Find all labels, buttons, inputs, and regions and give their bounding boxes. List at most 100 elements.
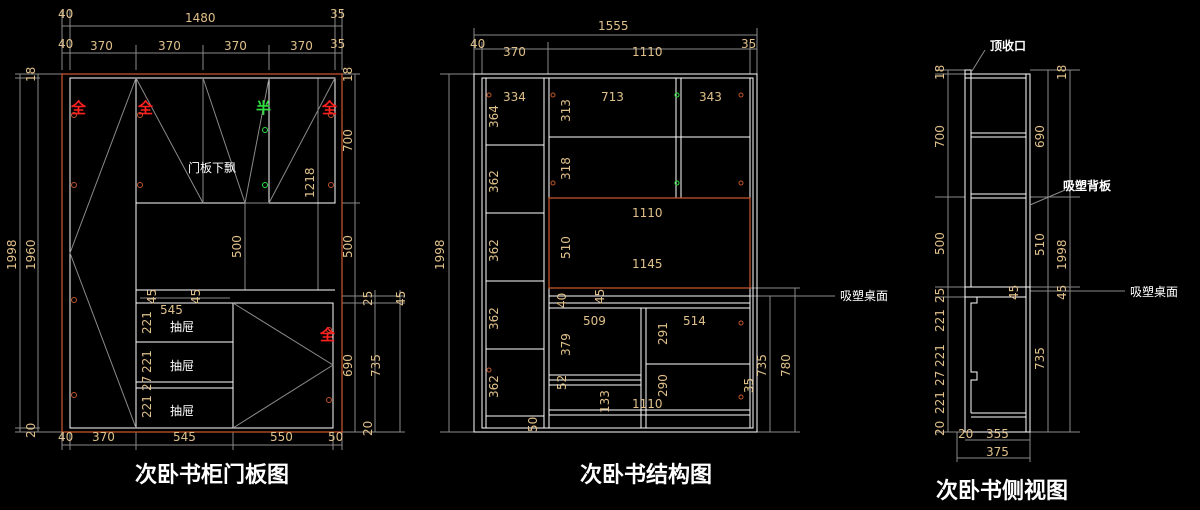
dim: 40	[58, 37, 73, 51]
dim: 370	[290, 39, 313, 53]
dim: 334	[503, 90, 526, 104]
dim: 35	[741, 37, 756, 51]
top-cap-label: 顶收口	[990, 38, 1026, 53]
dim: 313	[559, 99, 573, 122]
dim: 509	[583, 314, 606, 328]
dim: 500	[341, 235, 355, 258]
dim: 370	[90, 39, 113, 53]
drawing-title: 次卧书柜门板图	[135, 462, 289, 488]
dim: 18	[24, 67, 38, 82]
dim: 221	[933, 309, 947, 332]
dim: 370	[158, 39, 181, 53]
dim: 780	[779, 354, 793, 377]
full-overlay-mark: 全	[319, 326, 336, 344]
dim: 45	[145, 289, 159, 304]
drawing-title: 次卧书侧视图	[936, 478, 1068, 504]
dim: 700	[933, 125, 947, 148]
dim: 40	[470, 37, 485, 51]
dim: 690	[341, 354, 355, 377]
dim: 35	[742, 378, 756, 393]
dim: 375	[986, 445, 1009, 459]
full-overlay-mark: 全	[137, 99, 154, 117]
dim: 45	[189, 289, 203, 304]
half-overlay-mark: 半	[256, 99, 271, 117]
dim: 50	[328, 430, 343, 444]
dim: 1998	[5, 239, 19, 270]
dim: 18	[341, 67, 355, 82]
dim: 343	[699, 90, 722, 104]
dim: 40	[555, 293, 569, 308]
dim: 45	[593, 289, 607, 304]
dim: 510	[559, 236, 573, 259]
dim: 735	[369, 354, 383, 377]
dim: 45	[1007, 285, 1021, 300]
dim: 362	[487, 239, 501, 262]
dim: 550	[270, 430, 293, 444]
dim: 25	[361, 291, 375, 306]
dim: 1218	[303, 167, 317, 198]
dim: 18	[933, 65, 947, 80]
dim: 713	[601, 90, 624, 104]
dim: 1110	[632, 45, 663, 59]
dim: 500	[933, 232, 947, 255]
dim: 291	[656, 322, 670, 345]
dim: 18	[1055, 65, 1069, 80]
dim: 27	[933, 371, 947, 386]
dim: 45	[394, 291, 408, 306]
dim: 362	[487, 170, 501, 193]
dim: 221	[933, 391, 947, 414]
dim: 50	[526, 417, 540, 432]
full-overlay-mark: 全	[321, 99, 338, 117]
dim: 221	[140, 350, 154, 373]
dim: 690	[1033, 125, 1047, 148]
dim: 25	[933, 288, 947, 303]
back-panel-label: 吸塑背板	[1063, 178, 1112, 193]
dim: 1110	[632, 206, 663, 220]
dim: 221	[140, 311, 154, 334]
dim: 545	[173, 430, 196, 444]
drawer-label: 抽屉	[170, 359, 194, 373]
dim: 510	[1033, 233, 1047, 256]
dim: 40	[58, 430, 73, 444]
drawer-label: 抽屉	[170, 404, 194, 418]
dim: 364	[487, 105, 501, 128]
dim: 370	[224, 39, 247, 53]
dim: 40	[58, 7, 73, 21]
dim: 290	[656, 374, 670, 397]
door-outer-frame	[61, 73, 343, 433]
dim: 20	[958, 427, 973, 441]
drawer-label: 抽屉	[170, 320, 194, 334]
structure-view: 1555 40 370 1110 35 1998 364 362 362 362…	[433, 19, 888, 488]
side-view: 顶收口 吸塑背板 吸塑桌面 18 700 500 25 221 221 27 2…	[933, 38, 1178, 504]
dim: 35	[330, 7, 345, 21]
dim: 20	[933, 421, 947, 436]
dim: 20	[361, 421, 375, 436]
dim: 35	[330, 37, 345, 51]
dim: 1998	[1055, 239, 1069, 270]
dim: 1555	[598, 19, 629, 33]
dim: 735	[1033, 347, 1047, 370]
dim: 1145	[632, 257, 663, 271]
desk-surface-label: 吸塑桌面	[1130, 284, 1178, 299]
dim: 379	[559, 333, 573, 356]
dim: 20	[24, 423, 38, 438]
dim: 700	[341, 129, 355, 152]
dim: 221	[140, 395, 154, 418]
dim: 1998	[433, 239, 447, 270]
dim: 370	[503, 45, 526, 59]
cabinet-outline	[473, 73, 758, 433]
dim: 318	[559, 157, 573, 180]
dim: 52	[555, 375, 569, 390]
dim: 1480	[185, 11, 216, 25]
door-panel-view: 全 全 半 全 全 门板下飘 抽屉 抽屉 抽屉 40 1480 35 40 37…	[5, 7, 408, 488]
desk-surface-label: 吸塑桌面	[840, 288, 888, 303]
dim: 221	[933, 344, 947, 367]
full-overlay-mark: 全	[70, 99, 87, 117]
dim: 500	[230, 235, 244, 258]
drawing-title: 次卧书结构图	[580, 462, 712, 488]
dim: 514	[683, 314, 706, 328]
door-drop-label: 门板下飘	[188, 160, 236, 175]
dim: 362	[487, 307, 501, 330]
dim: 133	[598, 390, 612, 413]
